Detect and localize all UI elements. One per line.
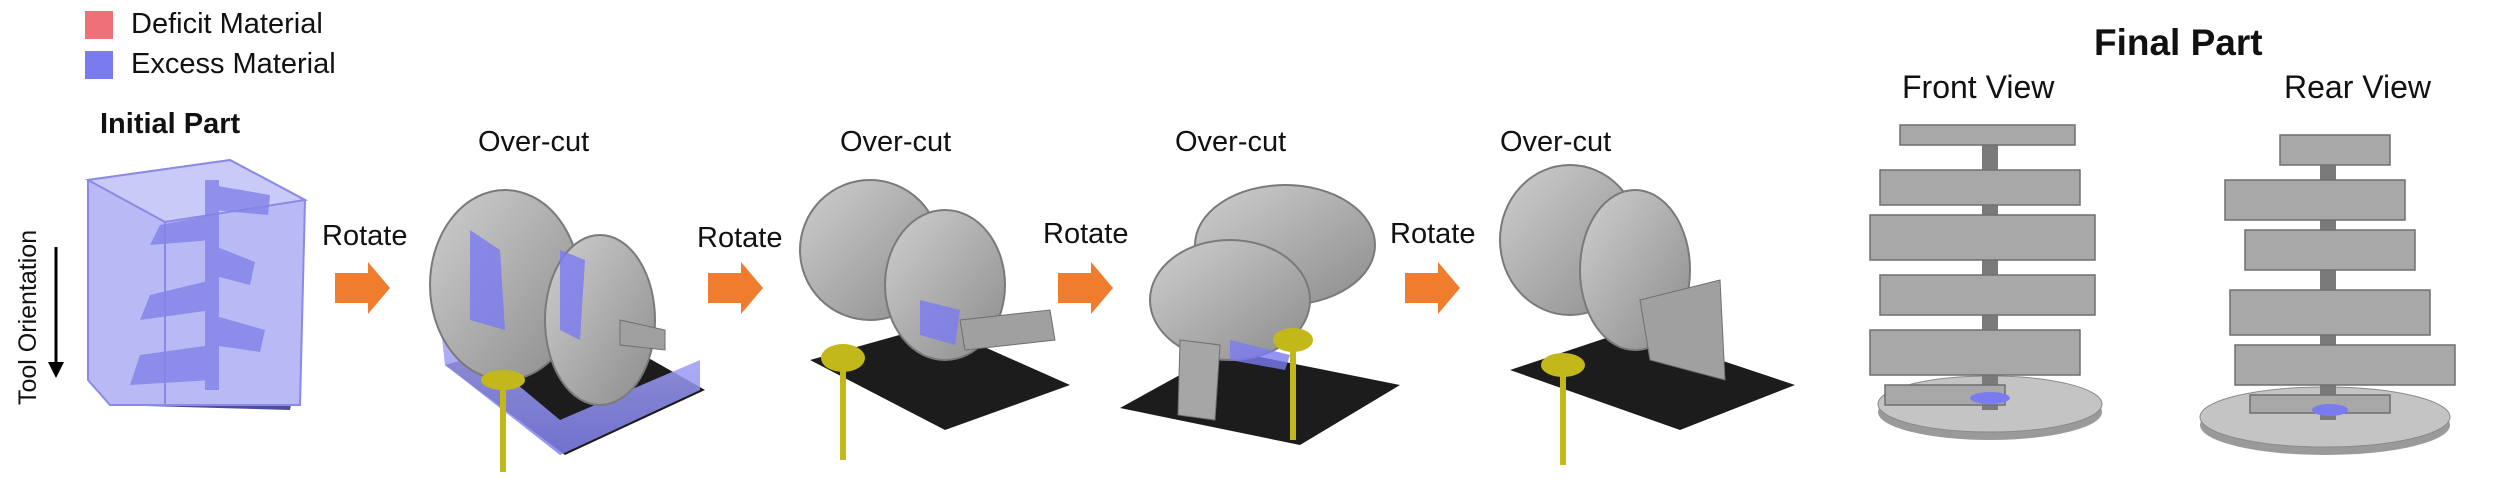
legend-item-deficit: Deficit Material: [85, 8, 323, 41]
overcut-3-title: Over-cut: [1175, 126, 1287, 158]
initial-part-illustration: [84, 158, 309, 410]
rotate-arrow-4: [1405, 262, 1460, 314]
overcut-3-illustration: [1120, 184, 1400, 445]
rotate-label-1: Rotate: [322, 220, 408, 252]
overcut-4-title: Over-cut: [1500, 126, 1612, 158]
final-front-view-illustration: [1869, 124, 2103, 440]
overcut-4-illustration: [1499, 164, 1795, 465]
legend-label-excess: Excess Material: [131, 48, 336, 80]
overcut-2-title: Over-cut: [840, 126, 952, 158]
rotate-label-2: Rotate: [697, 222, 783, 254]
final-rear-view-illustration: [2199, 134, 2456, 455]
overcut-2-illustration: [799, 179, 1070, 460]
deficit-swatch: [85, 10, 113, 39]
final-part-title: Final Part: [2094, 22, 2263, 63]
initial-part-title: Initial Part: [100, 108, 241, 140]
rotate-label-3: Rotate: [1043, 218, 1129, 250]
legend-label-deficit: Deficit Material: [131, 8, 323, 40]
legend-item-excess: Excess Material: [85, 48, 336, 81]
rotate-label-4: Rotate: [1390, 218, 1476, 250]
front-view-title: Front View: [1902, 69, 2055, 105]
overcut-1-title: Over-cut: [478, 126, 590, 158]
rotate-arrow-2: [708, 262, 763, 314]
tool-orientation-arrow: [48, 247, 64, 378]
rotate-arrow-3: [1058, 262, 1113, 314]
rotate-arrow-1: [335, 262, 390, 314]
rear-view-title: Rear View: [2284, 69, 2432, 105]
excess-swatch: [85, 50, 113, 79]
tool-orientation-label: Tool Orientation: [14, 229, 42, 405]
overcut-1-illustration: [429, 189, 705, 472]
